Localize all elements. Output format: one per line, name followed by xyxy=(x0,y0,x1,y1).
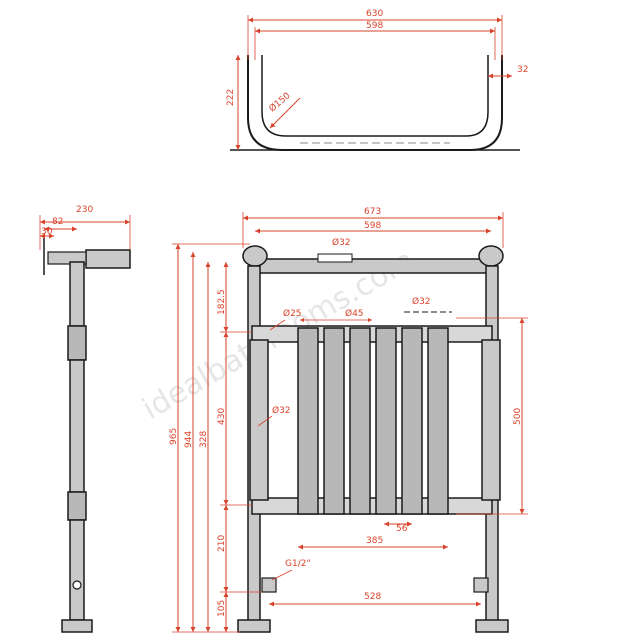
dim-105: 105 xyxy=(217,600,227,617)
side-view-manifold-top xyxy=(67,325,87,361)
dim-630: 630 xyxy=(366,9,383,19)
dim-328: 328 xyxy=(199,431,209,448)
front-view: 673 598 Ø32 965 944 328 182.5 430 210 10… xyxy=(169,207,528,633)
top-view-rail-inner xyxy=(261,55,489,137)
dim-dia-32-columns: Ø32 xyxy=(412,296,431,307)
front-column xyxy=(297,327,319,515)
side-view-top-rail xyxy=(85,249,131,269)
dim-385: 385 xyxy=(366,536,383,546)
dim-430: 430 xyxy=(217,408,227,425)
dim-222: 222 xyxy=(226,89,236,106)
front-column xyxy=(323,327,345,515)
front-right-valve xyxy=(473,577,489,593)
dim-230: 230 xyxy=(76,205,93,215)
leader xyxy=(257,415,273,427)
side-view-leg xyxy=(69,519,85,621)
side-view-column-mid xyxy=(69,359,85,493)
leader xyxy=(269,319,286,331)
front-column xyxy=(349,327,371,515)
dim-56: 56 xyxy=(396,524,408,534)
dim-dia-32-leg: Ø32 xyxy=(272,405,291,416)
dim-30: 30 xyxy=(41,227,53,237)
front-column xyxy=(427,327,449,515)
front-right-foot xyxy=(475,619,509,633)
dim-528: 528 xyxy=(364,592,381,602)
front-bottom-manifold xyxy=(251,497,493,515)
dim-32-top: 32 xyxy=(517,65,528,75)
front-top-rail-label-box xyxy=(317,253,353,263)
front-left-end-column xyxy=(249,339,269,501)
dim-965: 965 xyxy=(169,428,179,445)
dim-valve: G1/2" xyxy=(285,559,311,569)
dim-line-150 xyxy=(269,97,301,129)
side-view-foot xyxy=(61,619,93,633)
front-top-rail xyxy=(249,258,491,274)
dim-rail-diameter: Ø32 xyxy=(332,237,351,248)
side-view: 230 82 30 xyxy=(39,205,131,633)
dim-210: 210 xyxy=(217,535,227,552)
side-view-column-upper xyxy=(69,261,85,327)
dim-182-5: 182.5 xyxy=(217,289,227,315)
front-right-rail-cap xyxy=(478,245,504,267)
front-column xyxy=(401,327,423,515)
front-column xyxy=(375,327,397,515)
dim-598-front: 598 xyxy=(364,221,381,231)
top-view: 630 598 32 222 Ø150 xyxy=(226,9,528,151)
dim-944: 944 xyxy=(184,431,194,448)
front-top-manifold xyxy=(251,325,493,343)
dim-dia-25: Ø25 xyxy=(283,308,302,319)
side-view-manifold-bottom xyxy=(67,491,87,521)
leader xyxy=(271,569,293,581)
dim-500: 500 xyxy=(513,408,523,425)
front-left-valve xyxy=(261,577,277,593)
dim-dia-45: Ø45 xyxy=(345,308,364,319)
front-right-end-column xyxy=(481,339,501,501)
dim-673: 673 xyxy=(364,207,381,217)
dim-150: Ø150 xyxy=(267,90,293,114)
dim-598-top: 598 xyxy=(366,21,383,31)
side-view-valve xyxy=(72,580,82,590)
dim-82: 82 xyxy=(52,217,63,227)
front-left-foot xyxy=(237,619,271,633)
front-left-rail-cap xyxy=(242,245,268,267)
side-view-bracket xyxy=(47,251,87,265)
